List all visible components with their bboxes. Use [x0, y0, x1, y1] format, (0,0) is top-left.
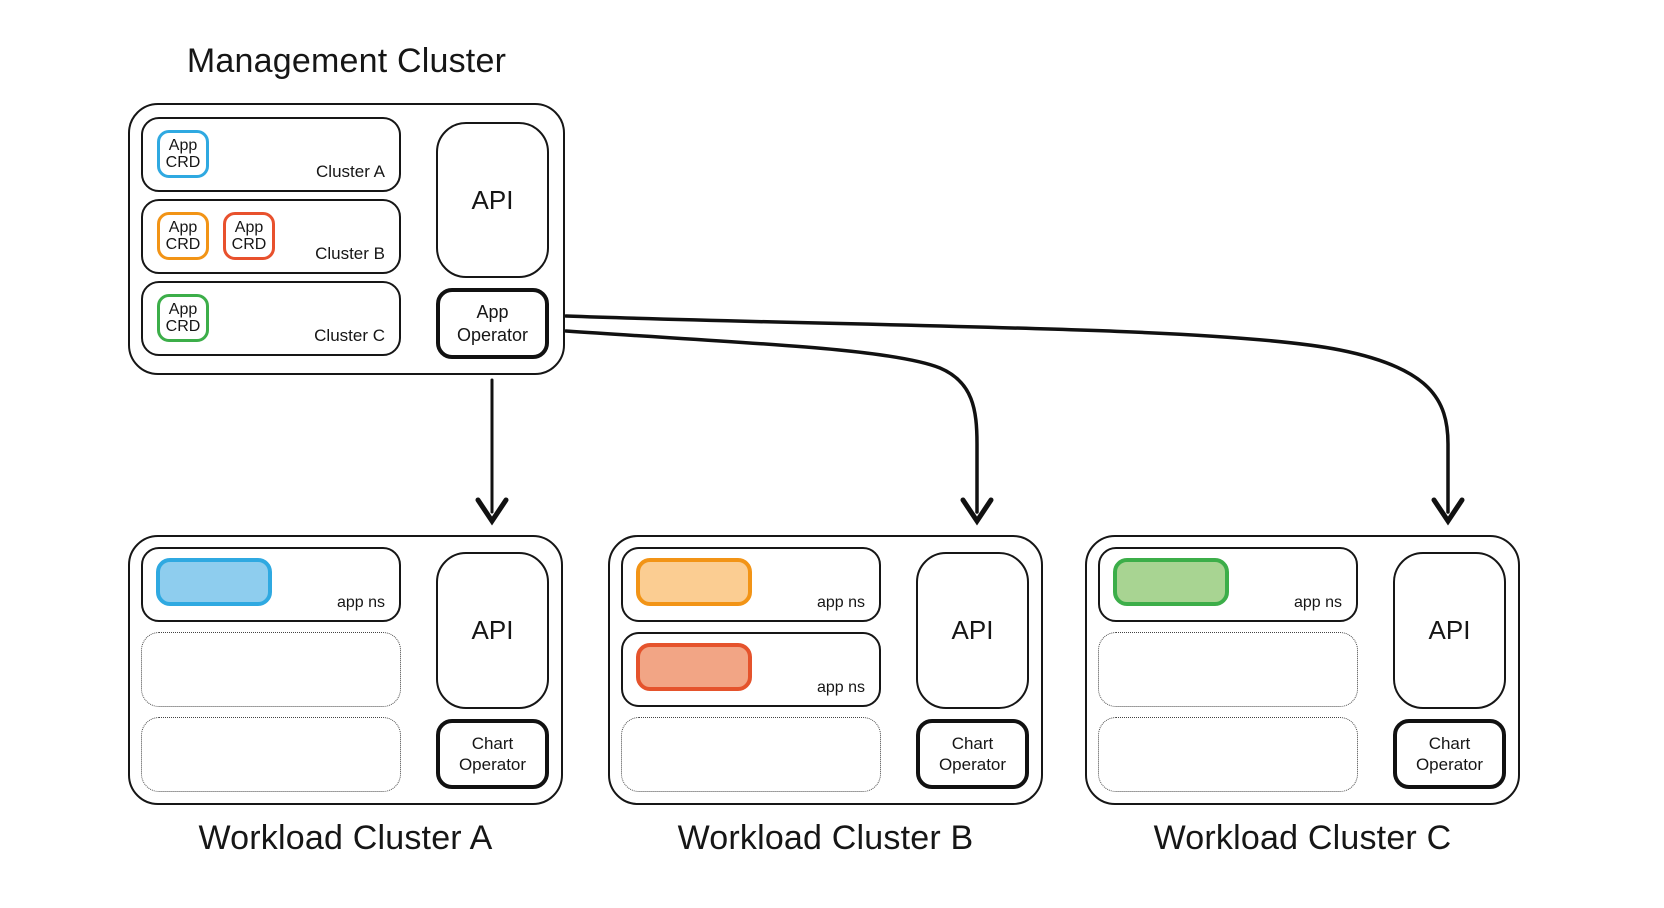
crd-badge-line2: CRD [165, 154, 201, 171]
arrow-to-workload-c [564, 314, 1450, 514]
wl-b-chart-operator-label: Chart Operator [938, 733, 1007, 774]
wl-c-app-pill [1113, 558, 1229, 606]
app-operator-label: App Operator [456, 302, 529, 345]
wl-b-app-ns-row-1: app ns [621, 547, 881, 622]
crd-badge-line1: App [168, 300, 198, 318]
wl-a-empty-slot-1 [141, 632, 401, 707]
management-cluster-title: Management Cluster [186, 42, 507, 80]
cluster-b-label: Cluster B [315, 244, 385, 263]
crd-badge-line2: CRD [231, 236, 267, 253]
wl-c-chart-operator-box: Chart Operator [1393, 719, 1506, 789]
wl-b-api-box: API [916, 552, 1029, 709]
arrowhead-workload-b-icon [960, 497, 994, 526]
crd-badge-line1: App [168, 218, 198, 236]
wl-b-api-label: API [951, 615, 994, 645]
crd-badge-line1: App [234, 218, 264, 236]
wl-a-app-ns-row: app ns [141, 547, 401, 622]
wl-a-empty-slot-2 [141, 717, 401, 792]
mgmt-row-cluster-a: App CRD Cluster A [141, 117, 401, 192]
wl-b-app-pill-2 [636, 643, 752, 691]
wl-c-chart-operator-label: Chart Operator [1415, 733, 1484, 774]
wl-c-app-ns-row: app ns [1098, 547, 1358, 622]
wl-a-api-label: API [471, 615, 514, 645]
app-operator-box: App Operator [436, 288, 549, 359]
workload-cluster-a-box: app ns API Chart Operator [128, 535, 563, 805]
wl-a-app-ns-label: app ns [336, 594, 385, 611]
wl-a-api-box: API [436, 552, 549, 709]
app-crd-badge-cluster-b2: App CRD [223, 212, 275, 260]
management-api-label: API [471, 184, 514, 215]
wl-c-api-box: API [1393, 552, 1506, 709]
wl-c-api-label: API [1428, 615, 1471, 645]
crd-badge-line1: App [168, 136, 198, 154]
app-crd-badge-cluster-a: App CRD [157, 130, 209, 178]
wl-a-app-pill [156, 558, 272, 606]
app-crd-badge-cluster-b1: App CRD [157, 212, 209, 260]
cluster-c-label: Cluster C [314, 326, 385, 345]
management-cluster-box: App CRD Cluster A App CRD App CRD Cluste… [128, 103, 565, 375]
wl-b-app-ns-label-2: app ns [816, 679, 865, 696]
workload-cluster-c-title: Workload Cluster C [1153, 819, 1452, 857]
wl-b-empty-slot-1 [621, 717, 881, 792]
workload-cluster-b-box: app ns app ns API Chart Operator [608, 535, 1043, 805]
crd-badge-line2: CRD [165, 236, 201, 253]
wl-b-app-ns-label-1: app ns [816, 594, 865, 611]
arrowhead-workload-a-icon [475, 497, 509, 526]
app-crd-badge-cluster-c: App CRD [157, 294, 209, 342]
wl-a-chart-operator-label: Chart Operator [458, 733, 527, 774]
wl-c-app-ns-label: app ns [1293, 594, 1342, 611]
workload-cluster-b-title: Workload Cluster B [677, 819, 974, 857]
arrow-to-workload-b [564, 329, 979, 514]
crd-badge-line2: CRD [165, 318, 201, 335]
management-api-box: API [436, 122, 549, 278]
wl-c-empty-slot-2 [1098, 717, 1358, 792]
wl-c-empty-slot-1 [1098, 632, 1358, 707]
wl-b-app-ns-row-2: app ns [621, 632, 881, 707]
mgmt-row-cluster-b: App CRD App CRD Cluster B [141, 199, 401, 274]
wl-b-chart-operator-box: Chart Operator [916, 719, 1029, 789]
wl-b-app-pill-1 [636, 558, 752, 606]
workload-cluster-a-title: Workload Cluster A [198, 819, 493, 857]
mgmt-row-cluster-c: App CRD Cluster C [141, 281, 401, 356]
wl-a-chart-operator-box: Chart Operator [436, 719, 549, 789]
workload-cluster-c-box: app ns API Chart Operator [1085, 535, 1520, 805]
arrowhead-workload-c-icon [1431, 497, 1465, 526]
cluster-a-label: Cluster A [316, 162, 385, 181]
